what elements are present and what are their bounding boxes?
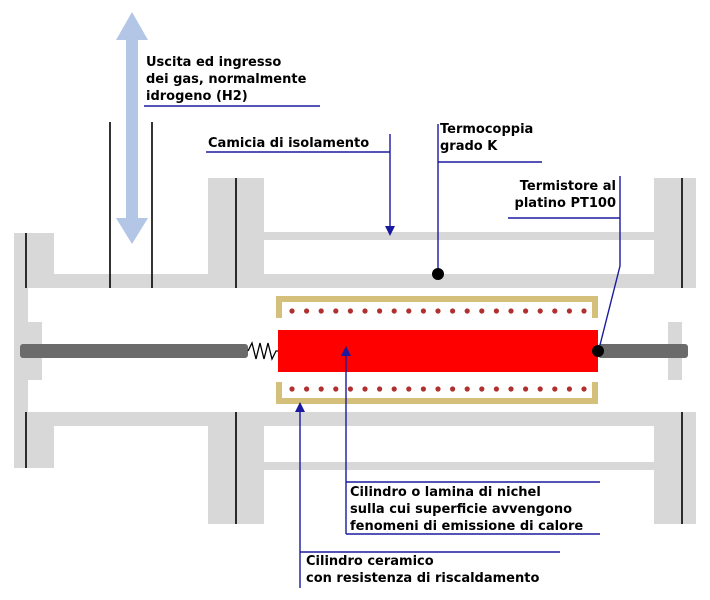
label-insulation-jacket: Camicia di isolamento bbox=[208, 136, 370, 151]
coil-turn bbox=[318, 308, 324, 314]
label-thermocouple: Termocoppia grado K bbox=[440, 122, 534, 154]
coil-turn bbox=[552, 386, 558, 392]
coil-turn bbox=[435, 308, 441, 314]
coil-turn bbox=[523, 308, 529, 314]
heating-coil-top bbox=[289, 308, 587, 314]
label-nickel-cylinder: Cilindro o lamina di nichel sulla cui su… bbox=[350, 485, 584, 534]
coil-turn bbox=[523, 386, 529, 392]
coil-turn bbox=[493, 308, 499, 314]
gas-port-walls bbox=[54, 274, 152, 288]
coil-turn bbox=[289, 308, 295, 314]
coil-turn bbox=[450, 308, 456, 314]
label-thermistor: Termistore al platino PT100 bbox=[514, 179, 616, 211]
coil-turn bbox=[420, 308, 426, 314]
leader-lines bbox=[144, 105, 621, 588]
coil-turn bbox=[406, 308, 412, 314]
coil-turn bbox=[537, 308, 543, 314]
coil-turn bbox=[464, 386, 470, 392]
label-ceramic-cylinder: Cilindro ceramico con resistenza di risc… bbox=[306, 554, 540, 586]
coil-turn bbox=[377, 308, 383, 314]
coil-turn bbox=[304, 386, 310, 392]
coil-turn bbox=[362, 308, 368, 314]
coil-turn bbox=[479, 308, 485, 314]
gas-flow-arrow bbox=[116, 12, 148, 244]
coil-turn bbox=[406, 386, 412, 392]
coil-turn bbox=[391, 308, 397, 314]
coil-turn bbox=[566, 386, 573, 392]
left-rod bbox=[20, 344, 248, 358]
coil-turn bbox=[581, 386, 587, 392]
spring bbox=[247, 341, 280, 361]
coil-turn bbox=[362, 386, 368, 392]
ceramic-cylinder-lower bbox=[276, 382, 598, 404]
coil-turn bbox=[420, 386, 426, 392]
right-rod bbox=[598, 344, 688, 358]
coil-turn bbox=[318, 386, 324, 392]
coil-turn bbox=[508, 308, 514, 314]
coil-turn bbox=[537, 386, 543, 392]
coil-turn bbox=[435, 386, 441, 392]
coil-turn bbox=[493, 386, 499, 392]
thermistor-point bbox=[592, 345, 604, 357]
coil-turn bbox=[508, 386, 514, 392]
nickel-sample bbox=[278, 330, 598, 372]
coil-turn bbox=[464, 308, 470, 314]
coil-turn bbox=[289, 386, 295, 392]
label-gas-outlet: Uscita ed ingresso dei gas, normalmente … bbox=[146, 55, 307, 104]
leader-thermistor-diag bbox=[599, 265, 621, 346]
coil-turn bbox=[377, 386, 383, 392]
leader-arrowheads bbox=[295, 226, 395, 412]
coil-turn bbox=[347, 386, 353, 392]
coil-turn bbox=[304, 308, 310, 314]
ceramic-cylinder-upper bbox=[276, 296, 598, 318]
wall-edge-lines bbox=[25, 122, 683, 524]
coil-turn bbox=[450, 386, 456, 392]
coil-turn bbox=[333, 308, 339, 314]
coil-turn bbox=[581, 308, 587, 314]
coil-turn bbox=[552, 308, 558, 314]
heating-coil-bottom bbox=[289, 386, 587, 392]
coil-turn bbox=[391, 386, 397, 392]
coil-turn bbox=[333, 386, 339, 392]
coil-turn bbox=[479, 386, 485, 392]
coil-turn bbox=[347, 308, 353, 314]
thermocouple-point bbox=[432, 268, 444, 280]
coil-turn bbox=[566, 308, 573, 314]
